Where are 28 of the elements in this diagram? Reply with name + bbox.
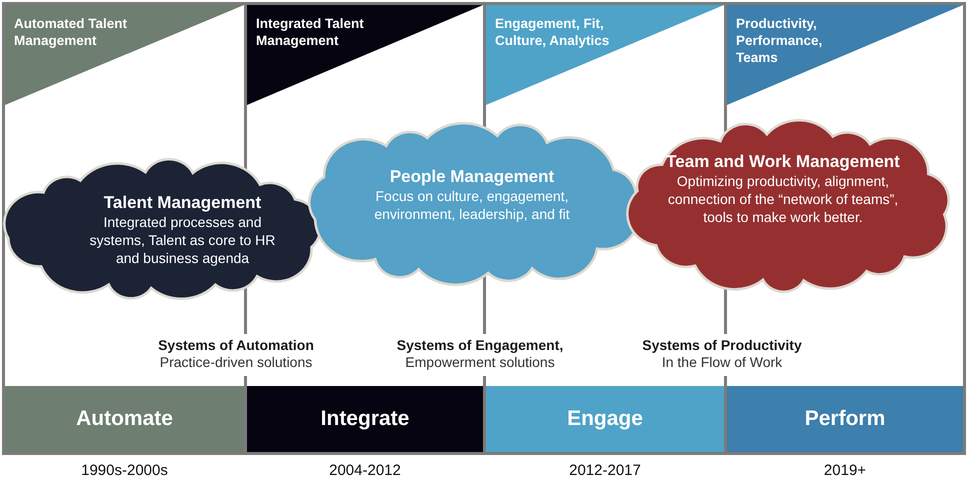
phase-band (727, 386, 963, 452)
cloud-shape (626, 119, 950, 293)
banner-title: Automated Talent Management (14, 15, 128, 49)
cloud-description: Integrated processes and systems, Talent as core to HR and business agenda (88, 213, 276, 267)
banner-triangle (727, 5, 963, 105)
phase-band (247, 386, 483, 452)
phase-label: Automate (76, 406, 173, 432)
banner-triangle (5, 5, 244, 105)
cloud-title: People Management (390, 166, 554, 187)
banner-triangle (247, 5, 483, 105)
banner-title: Integrated Talent Management (256, 15, 365, 49)
banner-title: Productivity, Performance, Teams (736, 15, 824, 66)
date-label: 2012-2017 (569, 461, 641, 480)
date-label: 2019+ (824, 461, 866, 480)
phase-label: Engage (567, 406, 643, 432)
cloud-description: Focus on culture, engagement, environment, leadership, and fit (373, 187, 571, 223)
phase-band (486, 386, 724, 452)
cloud-shape (3, 158, 322, 300)
phase-label: Perform (804, 406, 886, 432)
phase-label: Integrate (320, 406, 410, 432)
banner-title: Engagement, Fit, Culture, Analytics (495, 15, 610, 49)
cloud-title: Talent Management (104, 192, 262, 213)
banner-triangle (486, 5, 724, 105)
cloud-description: Optimizing productivity, alignment, connection of the “network of teams”, tools to make work better. (666, 172, 900, 226)
date-label: 1990s-2000s (81, 461, 168, 480)
cloud-title: Team and Work Management (666, 151, 900, 172)
phase-band (5, 386, 244, 452)
date-label: 2004-2012 (329, 461, 401, 480)
